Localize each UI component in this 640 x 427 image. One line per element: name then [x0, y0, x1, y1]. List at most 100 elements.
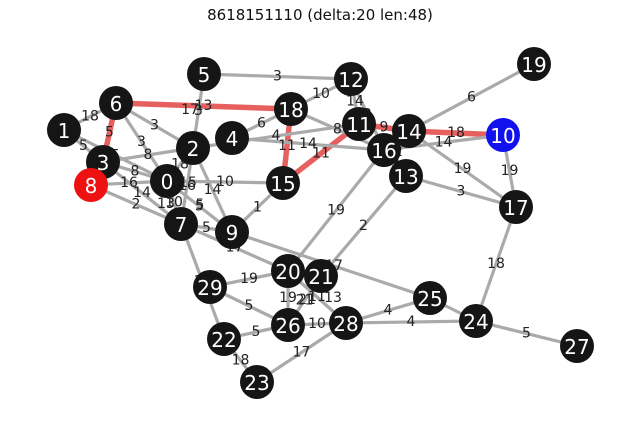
edge-28-24: [344, 319, 478, 325]
edge-weight-label: 14: [299, 136, 317, 152]
edge-weight-label: 3: [273, 69, 282, 85]
node-22[interactable]: 22: [207, 322, 241, 356]
edge-weight-label: 10: [308, 316, 326, 332]
node-7[interactable]: 7: [164, 207, 198, 241]
edge-weight-label: 3: [150, 118, 159, 134]
edge-16-10: [382, 133, 505, 152]
node-label: 2: [187, 137, 200, 161]
edge-weight-label: 13: [195, 98, 213, 114]
edge-weight-label: 11: [312, 146, 330, 162]
node-8[interactable]: 8: [74, 168, 108, 202]
edge-21-13: [319, 174, 408, 278]
edge-weight-label-extra: 5: [196, 197, 205, 213]
node-label: 22: [211, 328, 236, 352]
node-1[interactable]: 1: [47, 113, 81, 147]
edge-weight-label: 8: [333, 122, 342, 138]
edge-weight-label: 1: [253, 200, 262, 216]
edge-weight-label: 4: [272, 128, 281, 144]
node-6[interactable]: 6: [99, 86, 133, 120]
node-26[interactable]: 26: [271, 308, 305, 342]
edge-weight-label: 2: [359, 218, 368, 234]
edge-weight-label: 8: [131, 164, 140, 180]
node-label: 15: [270, 172, 295, 196]
node-16[interactable]: 16: [367, 133, 401, 167]
node-label: 4: [226, 127, 239, 151]
node-circle: [486, 118, 520, 152]
node-label: 29: [197, 276, 222, 300]
edge-weight-label: 6: [467, 90, 476, 106]
node-13[interactable]: 13: [389, 159, 423, 193]
node-14[interactable]: 14: [392, 114, 426, 148]
node-12[interactable]: 12: [334, 62, 368, 96]
edge-6-18: [113, 100, 294, 112]
node-label: 16: [371, 139, 396, 163]
node-2[interactable]: 2: [176, 131, 210, 165]
node-label: 13: [393, 165, 418, 189]
edge-weight-label: 10: [312, 86, 330, 102]
node-label: 20: [275, 260, 300, 284]
node-20[interactable]: 20: [271, 254, 305, 288]
node-28[interactable]: 28: [329, 306, 363, 340]
node-9[interactable]: 9: [215, 215, 249, 249]
node-circle: [207, 322, 241, 356]
node-circle: [99, 86, 133, 120]
node-circle: [329, 306, 363, 340]
node-label: 7: [175, 213, 188, 237]
edge-weight-label: 10: [165, 195, 183, 211]
node-21[interactable]: 21: [304, 259, 338, 293]
edge-weight-label: 4: [384, 303, 393, 319]
edge-weight-label: 18: [447, 125, 465, 141]
edge-weight-label: 19: [279, 290, 297, 306]
node-circle: [342, 107, 376, 141]
edge-weight-label: 3: [457, 184, 466, 200]
node-label: 25: [417, 287, 442, 311]
edge-weight-label-extra: 13: [157, 196, 175, 212]
edge-weight-label: 18: [487, 256, 505, 272]
edge-weight-label: 6: [257, 116, 266, 132]
node-circle: [74, 168, 108, 202]
node-10[interactable]: 10: [486, 118, 520, 152]
node-24[interactable]: 24: [459, 304, 493, 338]
node-circle: [164, 207, 198, 241]
edge-weight-label: 3: [137, 134, 146, 150]
node-circle: [304, 259, 338, 293]
edge-24-27: [474, 319, 579, 348]
node-label: 14: [396, 120, 421, 144]
edge-weight-label: 5: [202, 220, 211, 236]
edge-weight-label: 11: [278, 138, 296, 154]
node-23[interactable]: 23: [240, 365, 274, 399]
node-25[interactable]: 25: [413, 281, 447, 315]
node-4[interactable]: 4: [215, 121, 249, 155]
edge-weight-label: 19: [240, 271, 258, 287]
edge-weight-label: 8: [144, 147, 153, 163]
node-label: 0: [161, 170, 174, 194]
node-11[interactable]: 11: [342, 107, 376, 141]
node-19[interactable]: 19: [517, 47, 551, 81]
edge-weight-label: 19: [327, 203, 345, 219]
node-circle: [392, 114, 426, 148]
node-27[interactable]: 27: [560, 329, 594, 363]
edge-weight-label: 5: [195, 199, 204, 215]
node-label: 28: [333, 312, 358, 336]
edge-layer: [62, 62, 579, 384]
node-29[interactable]: 29: [193, 270, 227, 304]
node-circle: [560, 329, 594, 363]
node-15[interactable]: 15: [266, 166, 300, 200]
edge-weight-label: 18: [81, 109, 99, 125]
node-label: 19: [521, 53, 546, 77]
node-label: 21: [308, 265, 333, 289]
node-18[interactable]: 18: [274, 92, 308, 126]
edge-weight-label: 5: [245, 298, 254, 314]
node-5[interactable]: 5: [187, 57, 221, 91]
node-17[interactable]: 17: [499, 190, 533, 224]
edge-20-16: [286, 148, 386, 273]
edge-weight-label: 9: [391, 155, 400, 171]
edge-weight-label: 9: [380, 120, 389, 136]
edge-weight-label: 21: [296, 293, 314, 309]
node-circle: [517, 47, 551, 81]
node-label: 18: [278, 98, 303, 122]
node-circle: [193, 270, 227, 304]
node-0[interactable]: 0: [150, 164, 184, 198]
edge-weight-label: 14: [435, 135, 453, 151]
